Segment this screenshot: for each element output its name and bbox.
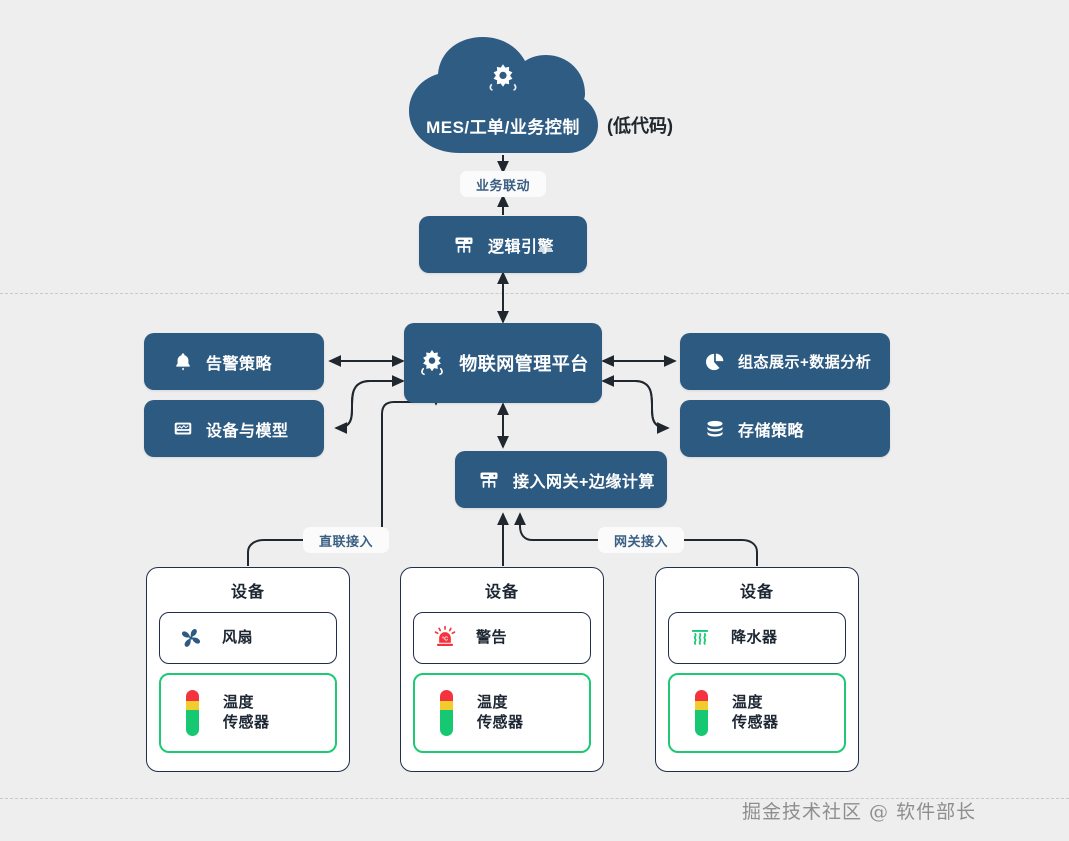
temperature-sensor-icon xyxy=(686,690,716,736)
node-iot-platform[interactable]: 物联网管理平台 xyxy=(404,323,602,403)
device-sensor-label-line1: 温度 xyxy=(477,693,509,711)
device-primary-item[interactable]: 降水器 xyxy=(668,612,846,664)
device-primary-label: 风扇 xyxy=(222,628,254,646)
database-icon xyxy=(704,418,726,440)
temperature-sensor-icon xyxy=(177,690,207,736)
device-card-title: 设备 xyxy=(484,584,519,601)
device-sensor-label-line2: 传感器 xyxy=(477,714,524,731)
device-sensor-label-line2: 传感器 xyxy=(732,714,779,731)
device-card[interactable]: 设备 降水器 温度 传感器 xyxy=(655,567,859,772)
node-logic-engine[interactable]: 逻辑引擎 xyxy=(419,216,587,273)
node-storage-policy[interactable]: 存储策略 xyxy=(680,400,890,457)
fan-icon xyxy=(176,625,206,651)
section-divider-top xyxy=(0,293,1069,294)
node-edge-gateway-label: 接入网关+边缘计算 xyxy=(513,473,655,491)
node-alarm-policy[interactable]: 告警策略 xyxy=(144,333,324,390)
device-sensor-item[interactable]: 温度 传感器 xyxy=(668,673,846,753)
bell-icon xyxy=(172,351,194,373)
pie-chart-icon xyxy=(704,351,726,373)
device-sensor-label-line2: 传感器 xyxy=(223,714,270,731)
gateway-device-icon xyxy=(452,233,476,257)
cloud-shape xyxy=(409,37,598,153)
device-model-icon xyxy=(172,418,194,440)
gear-cog-icon xyxy=(417,348,447,378)
device-card[interactable]: 设备 风扇 温度 传感器 xyxy=(146,567,350,772)
low-code-note: (低代码) xyxy=(607,116,673,136)
watermark: 掘金技术社区 @ 软件部长 xyxy=(742,801,977,823)
section-divider-bottom xyxy=(0,798,1069,799)
node-storage-policy-label: 存储策略 xyxy=(738,422,805,440)
node-edge-gateway[interactable]: 接入网关+边缘计算 xyxy=(455,451,667,508)
node-alarm-policy-label: 告警策略 xyxy=(206,355,273,373)
alarm-siren-icon: °C xyxy=(430,625,460,651)
gear-cog-icon xyxy=(489,64,517,91)
device-card-title: 设备 xyxy=(230,584,265,601)
device-primary-item[interactable]: 风扇 xyxy=(159,612,337,664)
wire-label-business-link: 业务联动 xyxy=(460,171,546,197)
cloud-mes-node[interactable]: MES/工单/业务控制 xyxy=(405,35,601,155)
water-sprinkler-icon xyxy=(685,625,715,651)
cloud-label: MES/工单/业务控制 xyxy=(426,118,580,137)
device-card-title: 设备 xyxy=(739,584,774,601)
node-scada-analytics-label: 组态展示+数据分析 xyxy=(738,354,872,371)
device-primary-item[interactable]: °C 警告 xyxy=(413,612,591,664)
device-sensor-item[interactable]: 温度 传感器 xyxy=(413,673,591,753)
node-iot-platform-label: 物联网管理平台 xyxy=(459,354,589,374)
wire-label-gateway-access: 网关接入 xyxy=(598,527,684,553)
device-sensor-label-line1: 温度 xyxy=(732,693,764,711)
device-primary-label: 降水器 xyxy=(731,628,778,646)
svg-text:°C: °C xyxy=(442,636,448,642)
device-primary-label: 警告 xyxy=(476,628,508,646)
temperature-sensor-icon xyxy=(431,690,461,736)
device-sensor-item[interactable]: 温度 传感器 xyxy=(159,673,337,753)
node-device-model[interactable]: 设备与模型 xyxy=(144,400,324,457)
device-sensor-label-line1: 温度 xyxy=(223,693,255,711)
node-logic-engine-label: 逻辑引擎 xyxy=(487,238,554,256)
node-device-model-label: 设备与模型 xyxy=(206,422,289,440)
node-scada-analytics[interactable]: 组态展示+数据分析 xyxy=(680,333,890,390)
wire-label-direct-access: 直联接入 xyxy=(303,527,389,553)
device-card[interactable]: 设备 °C 警告 温度 传感器 xyxy=(400,567,604,772)
gateway-device-icon xyxy=(477,468,501,492)
